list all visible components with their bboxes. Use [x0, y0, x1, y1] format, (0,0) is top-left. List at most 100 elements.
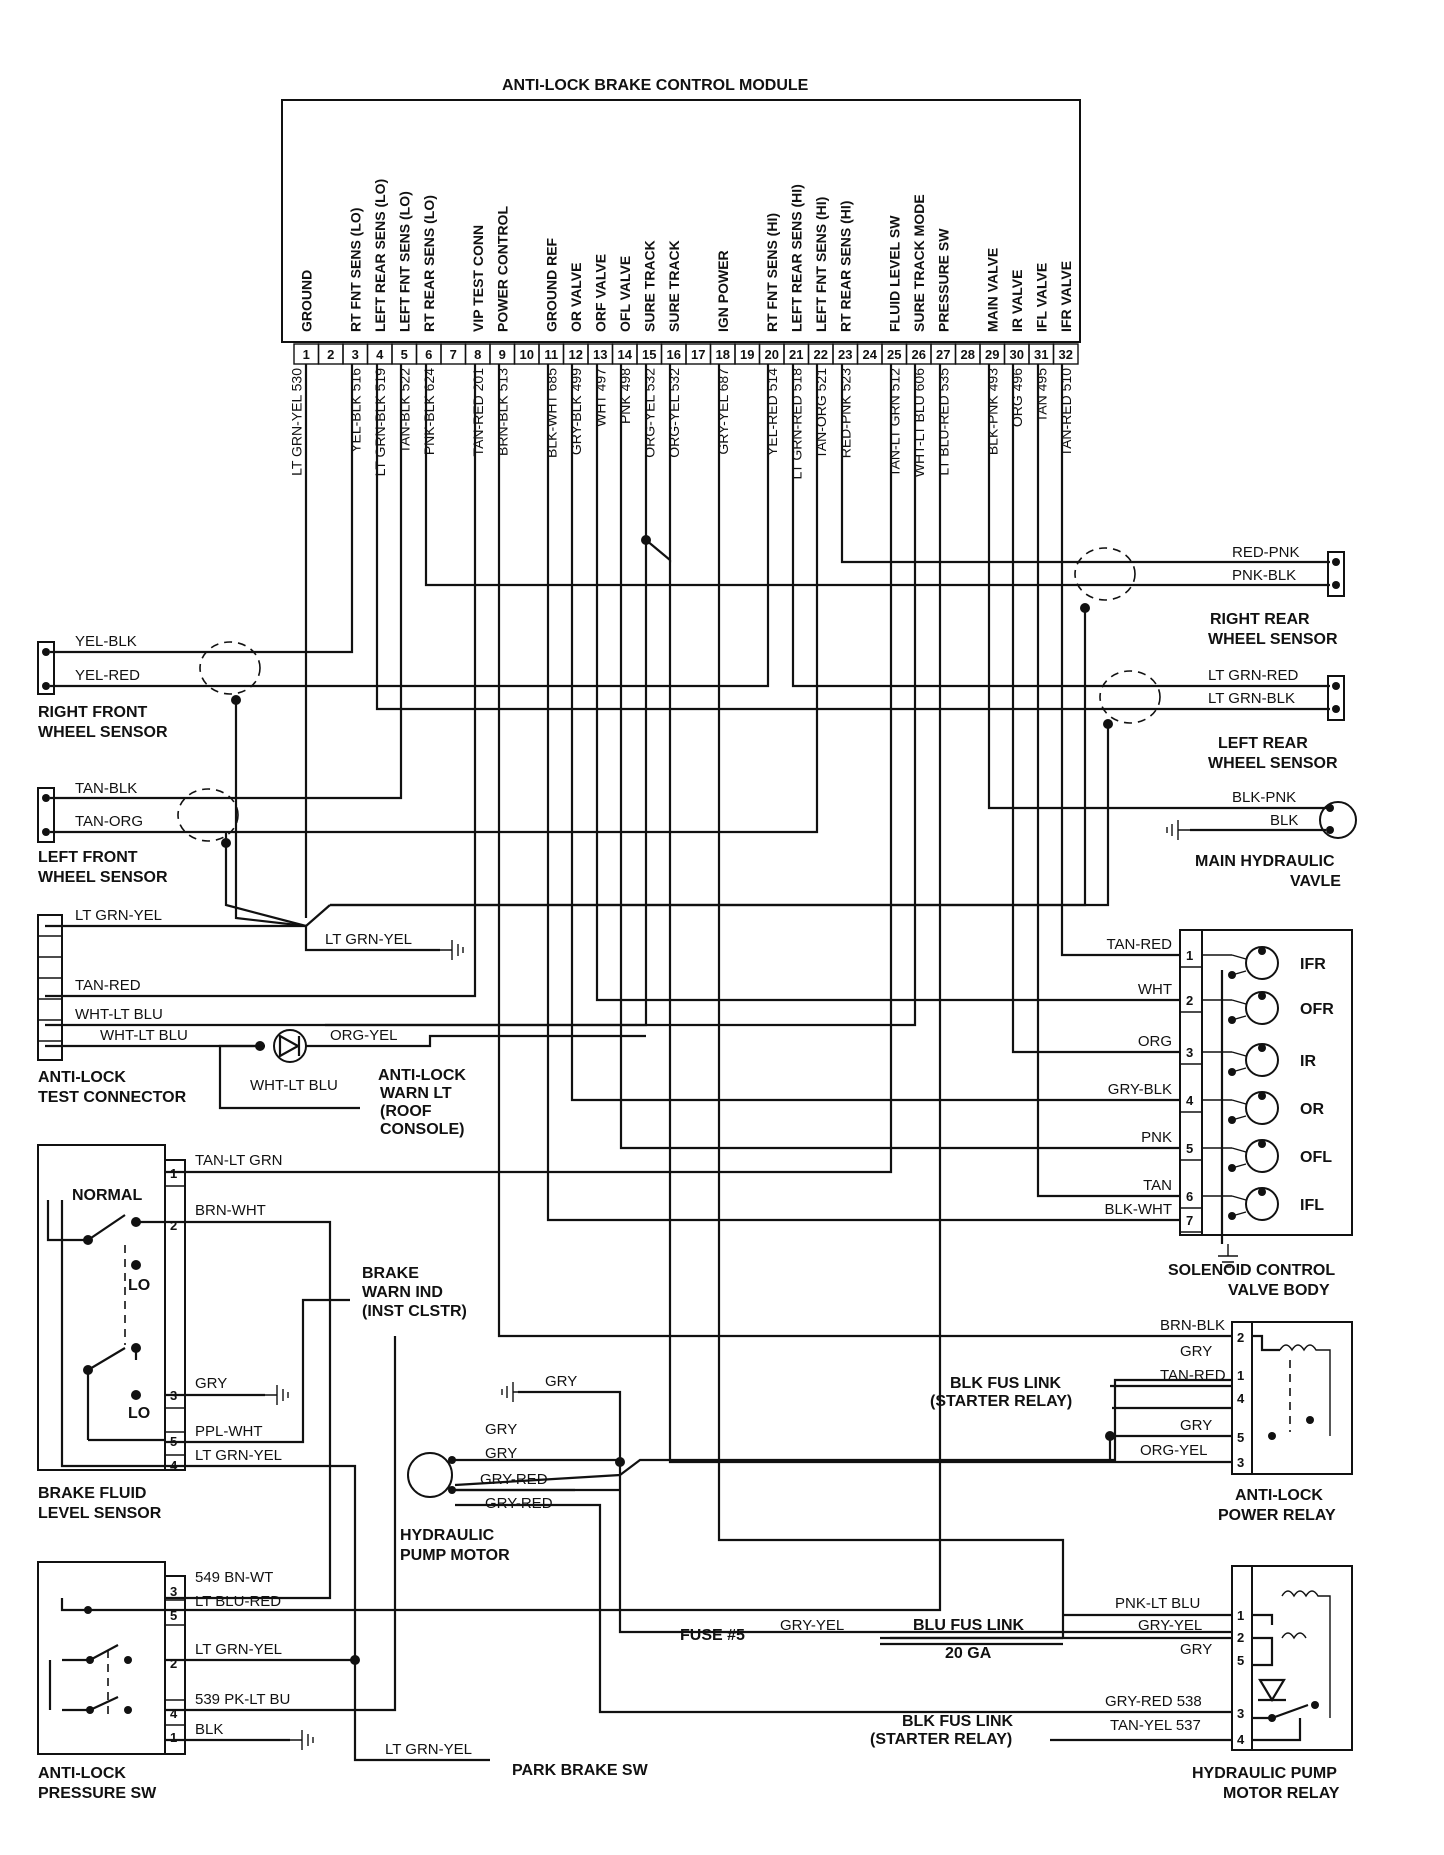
svg-text:2: 2	[170, 1656, 177, 1671]
svg-text:BRAKE FLUID: BRAKE FLUID	[38, 1485, 146, 1502]
svg-text:LT GRN-YEL: LT GRN-YEL	[195, 1641, 282, 1658]
solenoid-valve-label: IFR	[1300, 956, 1326, 973]
svg-text:MAIN HYDRAULIC: MAIN HYDRAULIC	[1195, 853, 1335, 870]
module-wire-label: TAN-LT GRN 512	[886, 368, 902, 477]
svg-text:RED-PNK: RED-PNK	[1232, 544, 1300, 561]
module-pin-function: PRESSURE SW	[935, 228, 951, 332]
solenoid-wire-label: PNK	[1141, 1129, 1172, 1146]
svg-text:1: 1	[1237, 1608, 1244, 1623]
solenoid-valve-label: IR	[1300, 1053, 1316, 1070]
anti-lock-pressure-switch: 3 5 2 4 1 549 BN-WT LT BLU-RED LT GRN-YE…	[37, 1561, 290, 1802]
module-pin-number: 14	[618, 347, 633, 362]
module-pin-function: RT FNT SENS (HI)	[764, 213, 780, 332]
module-pin-function: MAIN VALVE	[984, 248, 1000, 332]
main-hydraulic-valve: BLK-PNK BLK MAIN HYDRAULIC VAVLE	[1190, 789, 1357, 890]
module-pin-number: 17	[691, 347, 705, 362]
module-pin-number: 9	[499, 347, 506, 362]
module-pin-function: VIP TEST CONN	[470, 225, 486, 332]
svg-text:ANTI-LOCK: ANTI-LOCK	[378, 1067, 466, 1084]
solenoid-valve-label: IFL	[1300, 1197, 1324, 1214]
svg-text:LT GRN-YEL: LT GRN-YEL	[385, 1741, 472, 1758]
module-wire-label: BRN-BLK 513	[494, 368, 510, 456]
module-wire-label: WHT-LT BLU 606	[911, 368, 927, 477]
wire-network	[45, 364, 1330, 1762]
svg-text:NORMAL: NORMAL	[72, 1187, 142, 1204]
module-pin-number: 11	[544, 347, 558, 362]
svg-text:CONSOLE): CONSOLE)	[380, 1121, 464, 1138]
control-module-box	[281, 99, 1081, 343]
svg-text:ANTI-LOCK: ANTI-LOCK	[1235, 1487, 1323, 1504]
module-pin-function: IFR VALVE	[1058, 261, 1074, 332]
module-pin-number: 30	[1010, 347, 1024, 362]
hydraulic-pump-motor-relay: 1 2 5 3 4 PNK-LT BLU GRY-YEL GRY GRY-RED…	[680, 1565, 1353, 1802]
module-pin-number: 5	[401, 347, 408, 362]
module-wire-label: TAN-RED 201	[470, 368, 486, 457]
svg-text:20 GA: 20 GA	[945, 1645, 992, 1662]
svg-text:BLK: BLK	[195, 1721, 223, 1738]
module-wire-label: ORG-YEL 532	[666, 368, 682, 458]
svg-text:BLK-PNK: BLK-PNK	[1232, 789, 1296, 806]
left-rear-wheel-sensor: LT GRN-RED LT GRN-BLK LEFT REAR WHEEL SE…	[1208, 667, 1345, 772]
solenoid-wire-label: ORG	[1138, 1033, 1172, 1050]
module-pin-number: 4	[376, 347, 384, 362]
svg-text:549 BN-WT: 549 BN-WT	[195, 1569, 273, 1586]
solenoid-pin: 7	[1186, 1213, 1193, 1228]
module-wire-label: TAN-ORG 521	[813, 368, 829, 459]
module-pin-number: 23	[838, 347, 852, 362]
solenoid-wire-label: WHT	[1138, 981, 1172, 998]
svg-text:GRY-RED: GRY-RED	[485, 1495, 553, 1512]
svg-text:ANTI-LOCK: ANTI-LOCK	[38, 1069, 126, 1086]
svg-text:TAN-RED: TAN-RED	[75, 977, 141, 994]
svg-text:PARK BRAKE SW: PARK BRAKE SW	[512, 1762, 649, 1779]
svg-text:1: 1	[170, 1730, 177, 1745]
svg-text:VAVLE: VAVLE	[1290, 873, 1341, 890]
ground-symbols	[265, 820, 1238, 1750]
svg-text:GRY-RED: GRY-RED	[480, 1471, 548, 1488]
svg-text:LT GRN-YEL: LT GRN-YEL	[195, 1447, 282, 1464]
module-pin-number: 12	[569, 347, 583, 362]
svg-text:VALVE BODY: VALVE BODY	[1228, 1282, 1330, 1299]
module-pin-number: 1	[303, 347, 310, 362]
svg-text:BRN-WHT: BRN-WHT	[195, 1202, 266, 1219]
svg-text:LEVEL SENSOR: LEVEL SENSOR	[38, 1505, 162, 1522]
module-pin-function: SURE TRACK	[641, 240, 657, 332]
module-pin-number: 27	[936, 347, 950, 362]
svg-text:YEL-BLK: YEL-BLK	[75, 633, 137, 650]
svg-text:GRY-YEL: GRY-YEL	[780, 1617, 844, 1634]
solenoid-pin: 3	[1186, 1045, 1193, 1060]
svg-text:WARN IND: WARN IND	[362, 1284, 443, 1301]
module-pin-function: LEFT REAR SENS (LO)	[372, 179, 388, 332]
module-wire-label: TAN 495	[1033, 368, 1049, 422]
svg-text:5: 5	[170, 1608, 177, 1623]
svg-text:MOTOR RELAY: MOTOR RELAY	[1223, 1785, 1340, 1802]
module-title: ANTI-LOCK BRAKE CONTROL MODULE	[502, 77, 809, 94]
brake-warn-indicator: BRAKE WARN IND (INST CLSTR)	[362, 1265, 467, 1320]
svg-text:FUSE #5: FUSE #5	[680, 1627, 745, 1644]
module-wire-label: RED-PNK 523	[837, 368, 853, 458]
module-pin-number: 26	[912, 347, 926, 362]
svg-text:LT BLU-RED: LT BLU-RED	[195, 1593, 281, 1610]
module-pin-function: IGN POWER	[715, 250, 731, 332]
svg-text:ORG-YEL: ORG-YEL	[1140, 1442, 1208, 1459]
svg-text:BRN-BLK: BRN-BLK	[1160, 1317, 1225, 1334]
module-wire-label: PNK-BLK 624	[421, 368, 437, 455]
svg-text:3: 3	[1237, 1455, 1244, 1470]
module-pin-function: ORF VALVE	[592, 254, 608, 332]
svg-text:LO: LO	[128, 1405, 150, 1422]
module-pin-number: 31	[1034, 347, 1048, 362]
svg-text:WHEEL SENSOR: WHEEL SENSOR	[1208, 631, 1338, 648]
module-wire-label: TAN-RED 510	[1058, 368, 1074, 457]
svg-text:RIGHT FRONT: RIGHT FRONT	[38, 704, 148, 721]
module-pin-number: 6	[425, 347, 432, 362]
svg-text:POWER RELAY: POWER RELAY	[1218, 1507, 1336, 1524]
svg-text:BLU FUS LINK: BLU FUS LINK	[913, 1617, 1025, 1634]
module-pin-number: 24	[863, 347, 878, 362]
svg-text:(STARTER RELAY): (STARTER RELAY)	[870, 1731, 1012, 1748]
park-brake-switch: LT GRN-YEL PARK BRAKE SW	[385, 1741, 649, 1779]
svg-text:LT GRN-YEL: LT GRN-YEL	[75, 907, 162, 924]
solenoid-wire-label: GRY-BLK	[1108, 1081, 1172, 1098]
module-wire-label: TAN-BLK 522	[396, 368, 412, 454]
module-wire-label: PNK 498	[617, 368, 633, 424]
svg-text:LT GRN-YEL: LT GRN-YEL	[325, 931, 412, 948]
